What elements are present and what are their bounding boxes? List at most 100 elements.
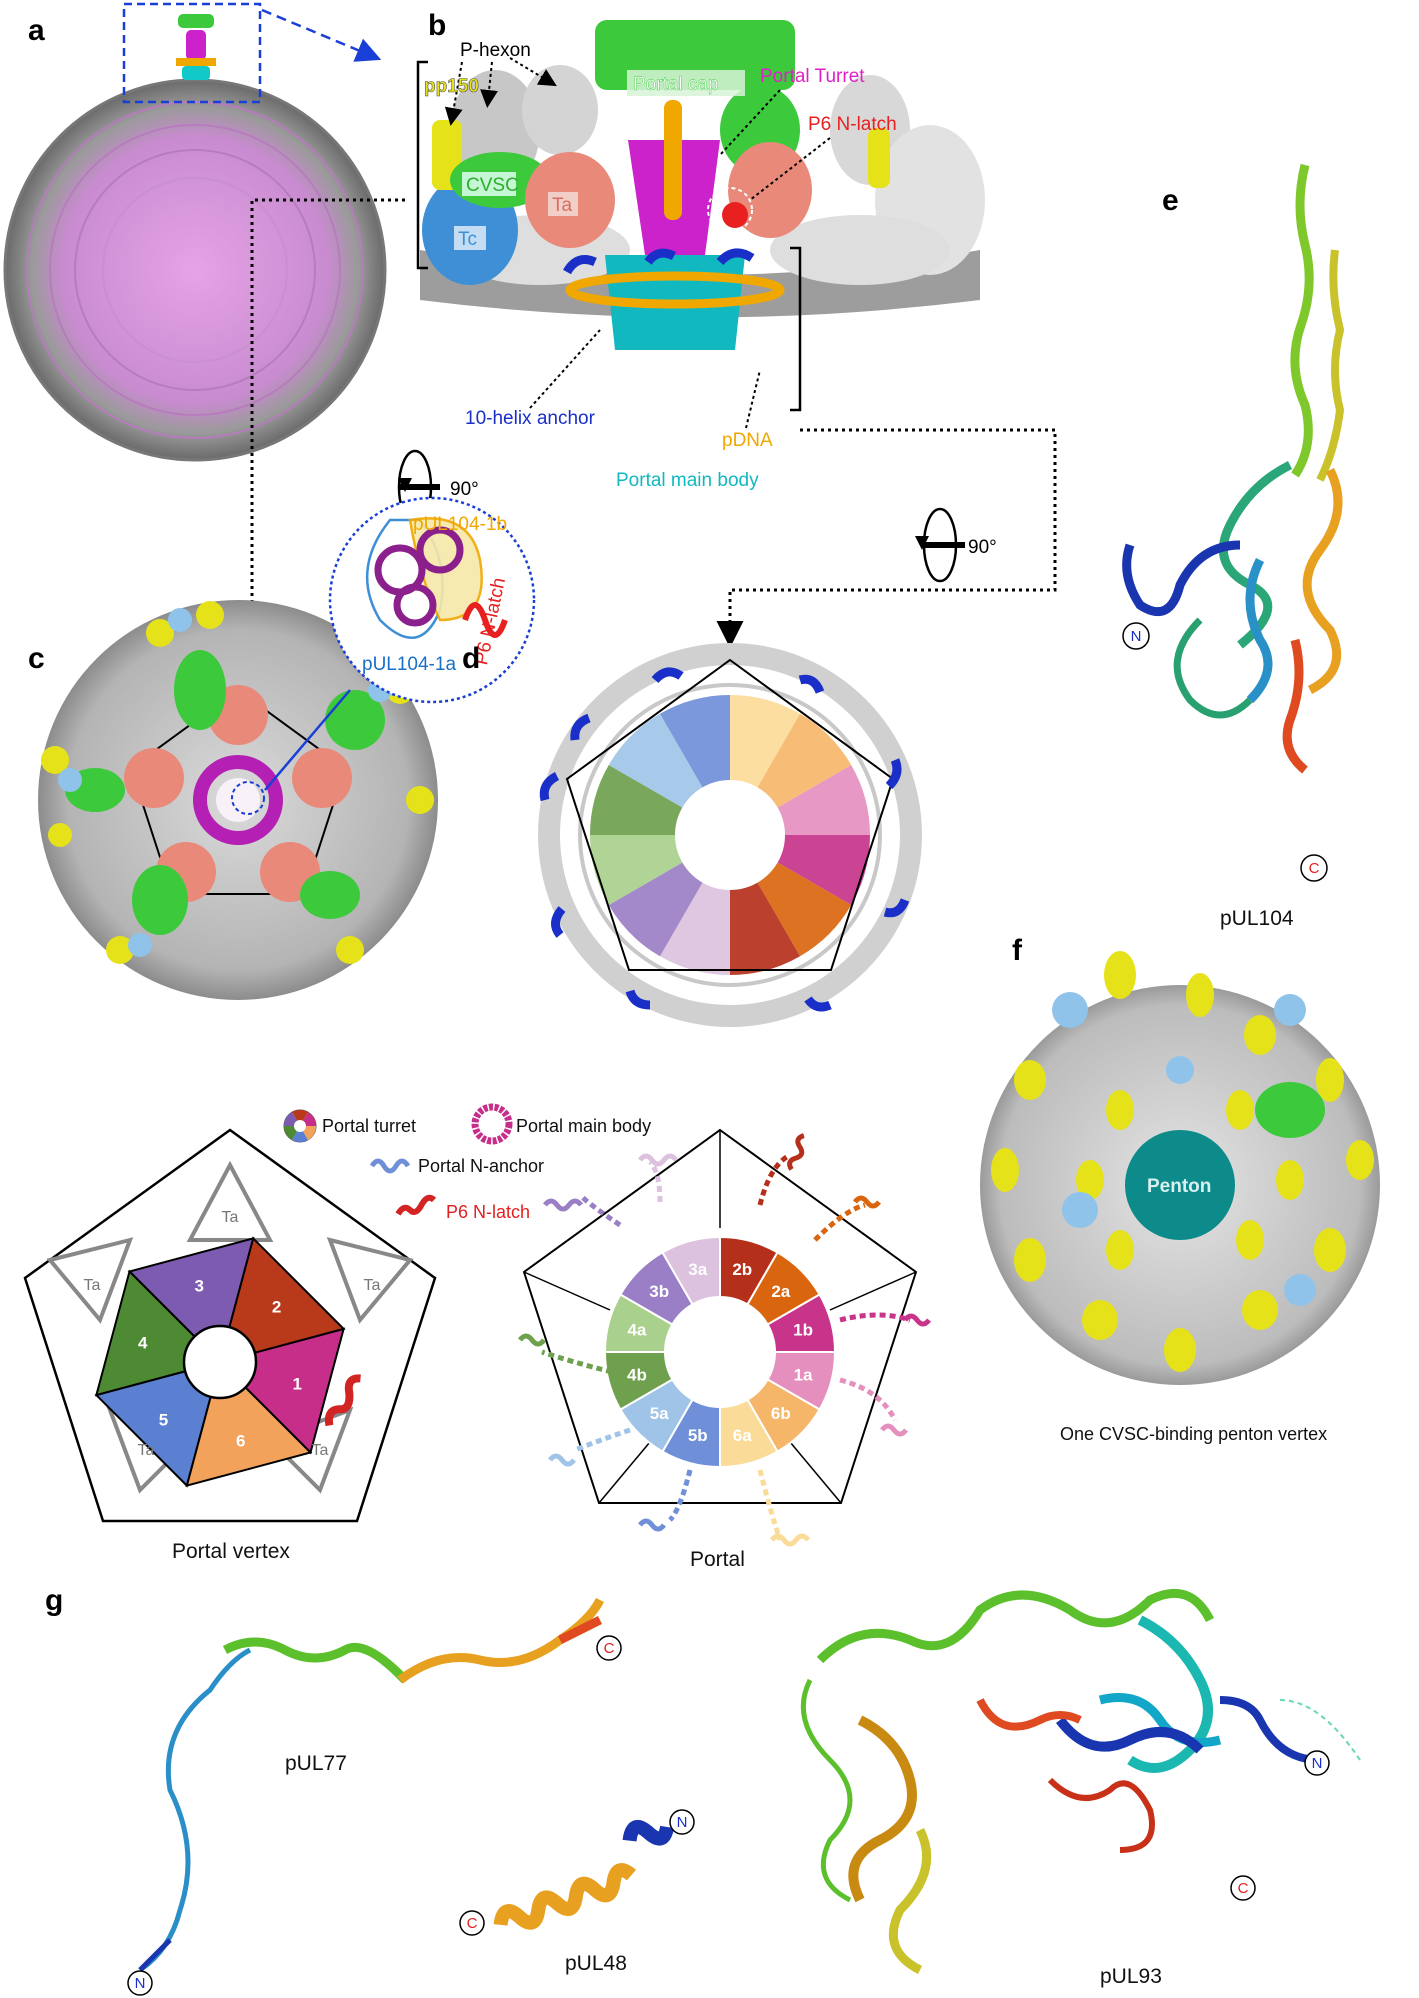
ribbon-pul77 <box>138 1597 605 1973</box>
connector-b-to-c <box>238 198 405 652</box>
portal-vertex-caption: Portal vertex <box>172 1540 290 1563</box>
pul48-caption: pUL48 <box>565 1952 627 1975</box>
pv-ta-4: Ta <box>138 1442 155 1459</box>
portal-subunit <box>661 1235 721 1306</box>
zoom-arrow <box>261 8 382 62</box>
portal-subunit-label: 5a <box>650 1404 669 1423</box>
connector-b-to-d <box>716 428 1057 648</box>
legend-turret-icon <box>283 1109 317 1143</box>
portal-map-subunit <box>730 695 800 788</box>
portal-subunit-label: 5b <box>688 1426 708 1445</box>
pv-ta-1: Ta <box>222 1209 239 1226</box>
label-bg-ta <box>548 192 578 216</box>
inset-label-pul104-1b: pUL104-1b <box>413 514 507 535</box>
pul48-n-text: N <box>677 1814 688 1831</box>
legend-portal-turret: Portal turret <box>322 1116 416 1136</box>
label-pdna: pDNA <box>722 430 773 451</box>
label-p-hexon: P-hexon <box>460 40 531 61</box>
pul104-n-text: N <box>1131 628 1142 645</box>
label-bg-portal-cap <box>627 70 745 96</box>
portal-subunit-label: 3b <box>649 1282 669 1301</box>
portal-vertex-schematic: 1 2 3 4 5 6 <box>23 1128 437 1523</box>
portal-subunit-label: 2a <box>771 1282 790 1301</box>
pul48-c-terminus <box>459 1910 485 1936</box>
zoom-box <box>122 2 262 104</box>
ribbon-pul93 <box>800 1588 1361 1975</box>
label-10-helix-anchor: 10-helix anchor <box>465 408 596 429</box>
pul93-n-text: N <box>1312 1755 1323 1772</box>
portal-subunit-label: 3a <box>688 1260 707 1279</box>
portal-subunit-label: 6b <box>771 1404 791 1423</box>
legend-mainbody-icon <box>471 1103 513 1145</box>
pul93-caption: pUL93 <box>1100 1965 1162 1988</box>
pul104-c-terminus <box>1300 854 1328 882</box>
label-ta: Ta <box>552 195 573 216</box>
portal-map-subunit <box>777 835 870 905</box>
ribbon-pul48 <box>493 1820 675 1930</box>
portal-vertex-topview-c <box>38 600 438 1000</box>
legend-p6-nlatch: P6 N-latch <box>446 1202 530 1222</box>
pul77-n-terminus <box>127 1970 153 1996</box>
portal-vertex-subunit-label: 2 <box>272 1297 281 1316</box>
pul93-n-terminus <box>1304 1750 1330 1776</box>
capsid-map-a <box>3 14 387 462</box>
panel-g-label: g <box>45 1584 63 1617</box>
portal-map-subunit <box>660 695 730 788</box>
pul48-c-text: C <box>467 1915 478 1932</box>
label-cvsc: CVSC <box>466 175 519 196</box>
label-bg-tc <box>454 226 486 250</box>
pul104-n-terminus <box>1122 622 1150 650</box>
portal-vertex-subunit-label: 6 <box>236 1431 245 1450</box>
pul104-caption: pUL104 <box>1220 907 1294 930</box>
pv-ta-3: Ta <box>312 1442 329 1459</box>
portal-map-subunit <box>777 765 870 835</box>
portal-map-subunit <box>590 835 683 905</box>
inset-label-pul104-1a: pUL104-1a <box>362 654 456 675</box>
label-tc: Tc <box>458 229 477 250</box>
pul77-c-text: C <box>604 1640 615 1657</box>
panel-c-label: c <box>28 642 45 675</box>
portal-map-subunit <box>608 713 703 808</box>
panel-f-caption: One CVSC-binding penton vertex <box>1060 1424 1327 1444</box>
bracket-left <box>416 60 428 270</box>
portal-vertex-subunit-label: 4 <box>138 1333 148 1352</box>
inset-pointer-c <box>264 689 351 791</box>
legend: Portal turret Portal main body Portal N-… <box>283 1103 651 1222</box>
pv-ta-5: Ta <box>84 1277 101 1294</box>
label-bg-cvsc <box>462 172 516 196</box>
pul104-c-text: C <box>1309 860 1320 877</box>
label-portal-turret: Portal Turret <box>760 66 865 87</box>
portal-map-subunit <box>660 882 730 975</box>
label-portal-main-body: Portal main body <box>616 470 759 491</box>
portal-subunit-label: 2b <box>732 1260 752 1279</box>
label-pp150: pp150 <box>424 76 479 97</box>
pul77-c-terminus <box>596 1635 622 1661</box>
panel-e-label: e <box>1162 184 1179 217</box>
pul77-caption: pUL77 <box>285 1752 347 1775</box>
bracket-right <box>790 246 802 412</box>
portal-subunit-label: 1b <box>793 1321 813 1340</box>
label-p6-nlatch: P6 N-latch <box>808 114 897 135</box>
pul48-n-terminus <box>669 1809 695 1835</box>
rotation-right-text: 90° <box>968 537 997 558</box>
portal-vertex-map-b <box>420 20 985 350</box>
portal-vertex-subunit-label: 5 <box>159 1411 168 1430</box>
ribbon-pul104 <box>1122 163 1345 774</box>
portal-map-subunit <box>757 862 852 957</box>
panel-b-label: b <box>428 9 446 42</box>
portal-map-subunit <box>608 862 703 957</box>
penton-vertex-map-f <box>980 951 1380 1385</box>
penton-label: Penton <box>1147 1176 1211 1197</box>
portal-map-subunit <box>757 713 852 808</box>
portal-vertex-subunit-label: 3 <box>195 1277 204 1296</box>
pul93-c-text: C <box>1238 1880 1249 1897</box>
rotation-marker-right: 90° <box>915 507 997 583</box>
portal-vertex-subunit-label: 1 <box>293 1375 302 1394</box>
inset-circle-c: pUL104-1b pUL104-1a P6 N-latch <box>328 496 536 704</box>
label-portal-cap: Portal cap <box>633 74 719 95</box>
rotation-left-text: 90° <box>450 479 479 500</box>
panel-d-label: d <box>462 642 480 675</box>
pul77-n-text: N <box>135 1975 146 1992</box>
legend-n-anchor-icon <box>369 1158 411 1174</box>
portal-subunit-label: 4a <box>627 1321 646 1340</box>
